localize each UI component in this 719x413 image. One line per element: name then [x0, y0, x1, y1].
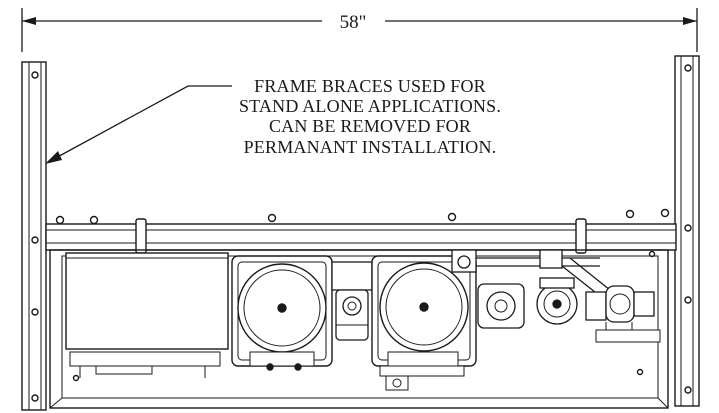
- callout-leader: [45, 85, 232, 164]
- dimension-arrow-left: [22, 17, 36, 25]
- valve-assembly: [477, 277, 661, 343]
- center-valve-block: [331, 261, 373, 341]
- rail-stud: [625, 209, 635, 219]
- rail-stud: [660, 208, 670, 218]
- base-frame: [49, 249, 669, 409]
- rail-stud: [55, 215, 65, 225]
- callout-line-4: PERMANANT INSTALLATION.: [244, 137, 497, 157]
- leader-arrowhead: [45, 151, 62, 164]
- rail-stud: [267, 213, 277, 223]
- base-bolt: [636, 368, 644, 376]
- callout-line-3: CAN BE REMOVED FOR: [269, 116, 471, 136]
- rail-clamp: [135, 218, 147, 254]
- callout-text: FRAME BRACES USED FOR STAND ALONE APPLIC…: [239, 76, 501, 157]
- brace-bolt-hole: [31, 394, 39, 402]
- rail-stud: [447, 212, 457, 222]
- frame-brace-right: [674, 55, 700, 407]
- top-rail: [45, 208, 677, 254]
- leader-line: [51, 85, 232, 161]
- brace-bolt-hole: [684, 386, 692, 394]
- base-bolt: [648, 250, 656, 258]
- brace-bolt-hole: [684, 64, 692, 72]
- pump-housing-2: [371, 255, 477, 391]
- rail-stud: [89, 215, 99, 225]
- control-box: [65, 252, 229, 378]
- rail-clamp: [575, 218, 587, 254]
- brace-bolt-hole: [31, 308, 39, 316]
- frame-brace-left: [21, 61, 47, 411]
- pump-housing-1: [231, 255, 333, 371]
- brace-bolt-hole: [31, 71, 39, 79]
- brace-bolt-hole: [684, 296, 692, 304]
- pump-hub: [419, 302, 429, 312]
- brace-bolt-hole: [31, 236, 39, 244]
- brace-bolt-hole: [684, 224, 692, 232]
- base-bolt: [72, 374, 80, 382]
- dimension-arrow-right: [683, 17, 697, 25]
- callout-line-2: STAND ALONE APPLICATIONS.: [239, 96, 501, 116]
- dimension-label: 58": [340, 12, 367, 33]
- pump-hub: [277, 303, 287, 313]
- callout-line-1: FRAME BRACES USED FOR: [254, 76, 486, 96]
- piping-run: [451, 249, 611, 297]
- overall-width-dimension: [21, 8, 698, 52]
